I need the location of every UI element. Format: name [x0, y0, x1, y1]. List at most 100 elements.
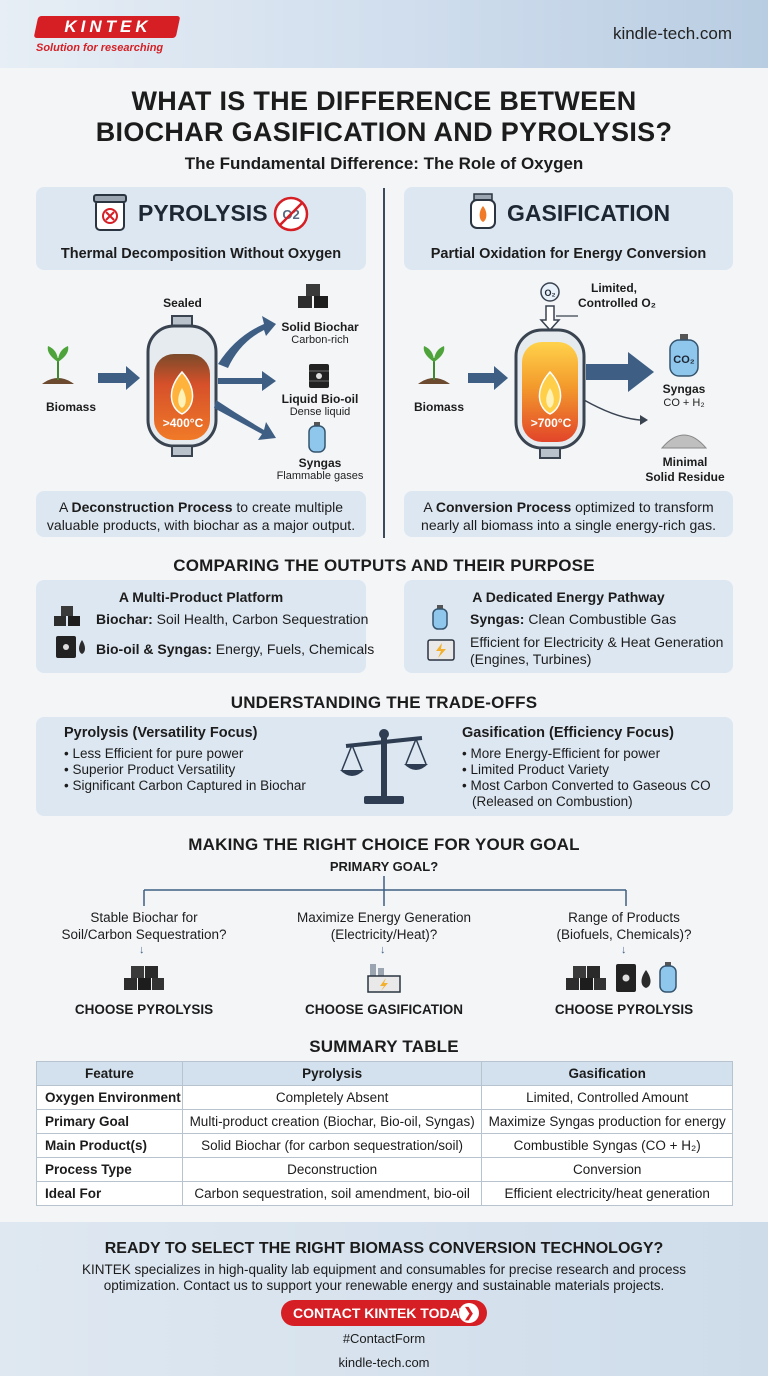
balance-scale-icon	[340, 729, 428, 804]
oxygen-bubble-icon	[540, 282, 560, 302]
pyrolysis-title: PYROLYSIS	[138, 200, 268, 226]
pyrolysis-reactor	[146, 315, 218, 457]
oxygen-label-1: Limited,	[590, 281, 637, 295]
arrow-to-biochar	[218, 316, 276, 368]
gasification-temp: >700°C	[530, 416, 572, 430]
pyrolysis-desc-post: to create multiple valuable products, wi…	[46, 499, 356, 533]
table-cell: Maximize Syngas production for energy	[481, 1109, 733, 1134]
energy-row-2-line-2: (Engines, Turbines)	[470, 651, 592, 667]
footer-text-line-2: optimization. Contact us to support your…	[103, 1278, 665, 1293]
gasification-title: GASIFICATION	[507, 200, 671, 226]
tradeoffs-right-item: • Limited Product Variety	[462, 762, 610, 777]
multi-product-panel	[36, 580, 366, 673]
gasification-biomass-label: Biomass	[414, 400, 465, 414]
choice-1-answer: CHOOSE PYROLYSIS	[74, 1002, 214, 1017]
tradeoffs-right-item-text: More Energy-Efficient for power	[470, 746, 661, 761]
choice-option-3-line-1: Range of Products	[568, 910, 680, 925]
table-cell: Deconstruction	[181, 1157, 483, 1182]
tradeoffs-left-item-text: Significant Carbon Captured in Biochar	[72, 778, 306, 793]
oxygen-inlet-arrow	[539, 305, 561, 332]
choice-option-2-line-2: (Electricity/Heat)?	[330, 927, 438, 942]
tradeoffs-right-item-text: (Released on Combustion)	[472, 794, 633, 809]
table-cell: Primary Goal	[36, 1109, 183, 1134]
summary-table: Feature Pyrolysis Gasification Oxygen En…	[36, 1061, 733, 1206]
gasification-syngas-formula: CO + H₂	[663, 397, 705, 409]
table-row: Primary Goal Multi-product creation (Bio…	[36, 1109, 733, 1134]
biochar-icon	[298, 284, 328, 308]
energy-row-1-bold: Syngas:	[470, 611, 525, 627]
site-url[interactable]: kindle-tech.com	[612, 24, 732, 43]
table-header: Feature	[36, 1061, 183, 1086]
gasification-input-arrow	[468, 366, 508, 390]
tradeoffs-heading: UNDERSTANDING THE TRADE-OFFS	[230, 693, 538, 712]
pyrolysis-syngas-label: Syngas	[298, 456, 342, 470]
energy-pathway-title: A Dedicated Energy Pathway	[472, 589, 665, 605]
pyrolysis-temp: >400°C	[162, 416, 204, 430]
bio-oil-drum-icon	[309, 364, 329, 388]
arrow-to-syngas	[214, 400, 276, 440]
table-cell: Oxygen Environment	[36, 1085, 183, 1110]
tradeoffs-right-title: Gasification (Efficiency Focus)	[462, 725, 674, 741]
pyrolysis-header-panel	[36, 187, 366, 270]
table-cell: Completely Absent	[181, 1085, 483, 1110]
tradeoffs-left-title: Pyrolysis (Versatility Focus)	[64, 725, 258, 741]
multi-row-1-text: Soil Health, Carbon Sequestration	[152, 611, 369, 627]
choice-option-3-line-2: (Biofuels, Chemicals)?	[556, 927, 692, 942]
table-row: Process Type Deconstruction Conversion	[36, 1157, 733, 1182]
choice-option-2[interactable]: Maximize Energy Generation (Electricity/…	[276, 909, 492, 943]
co2-label: CO₂	[673, 354, 695, 366]
footer-site-url[interactable]: kindle-tech.com	[338, 1355, 430, 1370]
tradeoffs-left-list: • Less Efficient for pure power • Superi…	[64, 746, 306, 794]
table-header: Gasification	[481, 1061, 733, 1086]
footer-text-line-1: KINTEK specializes in high-quality lab e…	[81, 1262, 687, 1277]
residue-label-1: Minimal	[662, 455, 708, 469]
page-subtitle: The Fundamental Difference: The Role of …	[184, 154, 584, 173]
multi-row-1: Biochar: Soil Health, Carbon Sequestrati…	[96, 611, 368, 627]
choice-tree-lines	[143, 876, 627, 906]
table-cell: Solid Biochar (for carbon sequestration/…	[181, 1133, 483, 1158]
choice-2-arrow-icon: ↓	[380, 944, 386, 956]
choice-option-2-line-1: Maximize Energy Generation	[296, 910, 472, 925]
arrow-to-residue	[583, 399, 641, 421]
pyrolysis-description: A Deconstruction Process to create multi…	[36, 491, 366, 537]
tradeoffs-right-item-text: Most Carbon Converted to Gaseous CO	[470, 778, 711, 793]
table-row: Oxygen Environment Completely Absent Lim…	[36, 1085, 733, 1110]
choice-option-1[interactable]: Stable Biochar for Soil/Carbon Sequestra…	[44, 909, 244, 943]
biomass-plant-icon	[42, 346, 74, 384]
pyrolysis-desc-bold: Deconstruction Process	[71, 499, 233, 515]
bio-oil-label: Liquid Bio-oil	[281, 392, 359, 406]
outputs-heading: COMPARING THE OUTPUTS AND THEIR PURPOSE	[173, 556, 595, 575]
table-cell: Main Product(s)	[36, 1133, 183, 1158]
energy-row-1-text: Clean Combustible Gas	[524, 611, 677, 627]
logo[interactable]: KINTEK	[64, 17, 152, 36]
title-line-2: BIOCHAR GASIFICATION AND PYROLYSIS?	[95, 117, 673, 147]
table-header-row: Feature Pyrolysis Gasification	[36, 1061, 733, 1086]
title-line-1: WHAT IS THE DIFFERENCE BETWEEN	[131, 86, 637, 116]
tradeoffs-left-item: • Superior Product Versatility	[64, 762, 236, 777]
table-cell: Efficient electricity/heat generation	[481, 1181, 733, 1206]
table-cell: Multi-product creation (Biochar, Bio-oil…	[181, 1109, 483, 1134]
pyrolysis-desc-pre: A	[58, 499, 72, 515]
pyrolysis-syngas-desc: Flammable gases	[276, 470, 364, 482]
syngas-cylinder-icon	[308, 422, 326, 453]
residue-label-2: Solid Residue	[645, 470, 725, 484]
gasification-subtitle: Partial Oxidation for Energy Conversion	[430, 246, 707, 262]
chevron-right-icon[interactable]: ❯	[459, 1303, 479, 1323]
contact-hashtag[interactable]: #ContactForm	[342, 1331, 426, 1346]
table-cell: Limited, Controlled Amount	[481, 1085, 733, 1110]
pyrolysis-biomass-label: Biomass	[46, 400, 97, 414]
contact-button[interactable]: CONTACT KINTEK TODAY	[281, 1300, 487, 1326]
choice-option-3[interactable]: Range of Products (Biofuels, Chemicals)?	[524, 909, 724, 943]
sealed-label: Sealed	[163, 296, 202, 310]
biochar-label: Solid Biochar	[281, 320, 359, 334]
table-cell: Ideal For	[36, 1181, 183, 1206]
energy-row-2-line-1: Efficient for Electricity & Heat Generat…	[470, 634, 724, 650]
oxygen-bubble-label: O₂	[545, 288, 556, 298]
choice-option-1-line-1: Stable Biochar for	[90, 910, 198, 925]
tradeoffs-right-item: • Most Carbon Converted to Gaseous CO	[462, 778, 711, 793]
power-plant-icon	[367, 964, 401, 993]
tradeoffs-right-item: (Released on Combustion)	[462, 794, 711, 810]
table-cell: Conversion	[481, 1157, 733, 1182]
table-header: Pyrolysis	[181, 1061, 483, 1086]
contact-button-label: CONTACT KINTEK TODAY	[293, 1305, 468, 1321]
